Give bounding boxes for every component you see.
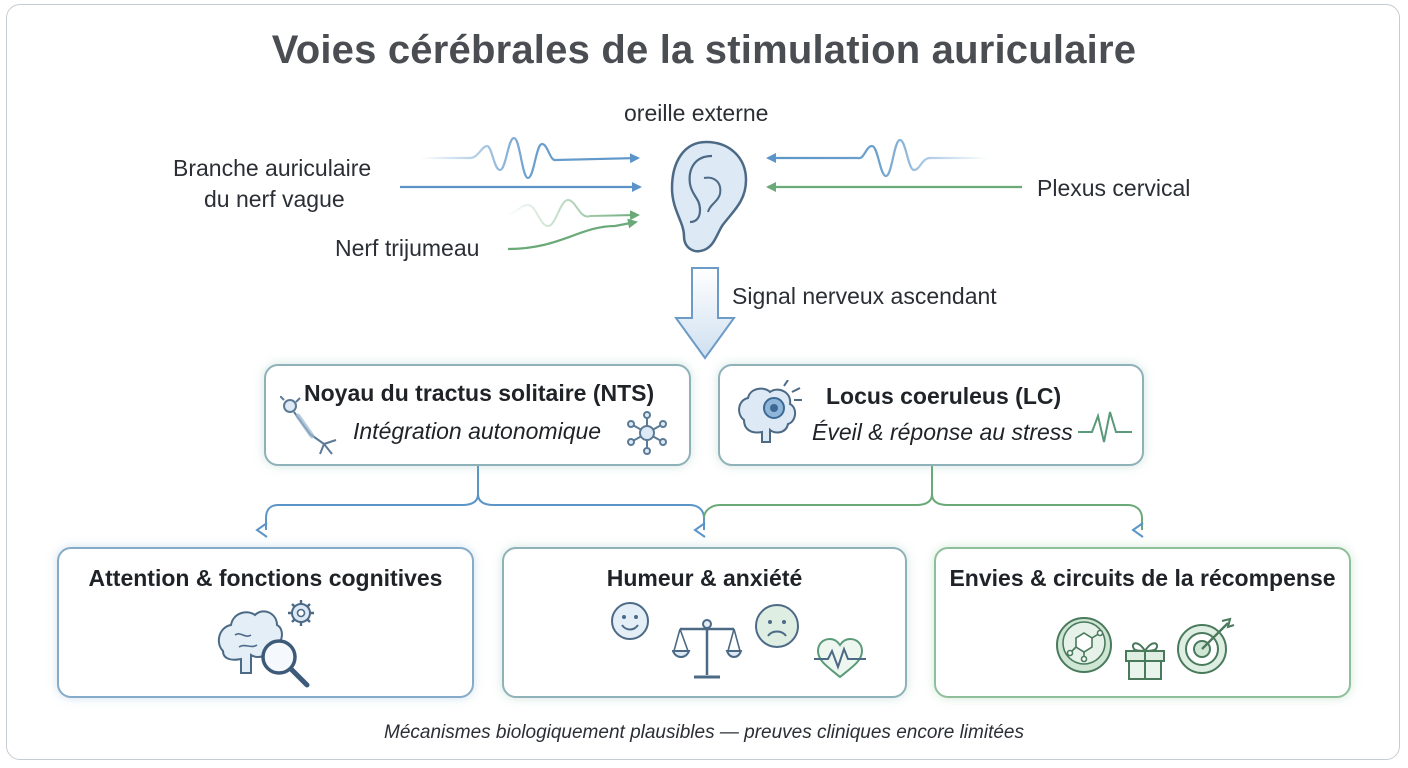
outcome-attention-box: Attention & fonctions cognitives — [57, 547, 474, 698]
ascending-signal-label: Signal nerveux ascendant — [732, 283, 997, 309]
lc-subtitle: Éveil & réponse au stress — [812, 419, 1073, 445]
outcome-mood-box: Humeur & anxiété — [502, 547, 907, 698]
tree-connectors — [255, 466, 1144, 538]
outcome-reward-box: Envies & circuits de la récompense — [934, 547, 1351, 698]
target-icon — [1177, 617, 1235, 674]
smiley-icon — [611, 602, 649, 640]
cervical-label: Plexus cervical — [1037, 175, 1191, 201]
nts-title: Noyau du tractus solitaire (NTS) — [304, 380, 655, 406]
magnifier-icon — [261, 639, 310, 688]
page-title: Voies cérébrales de la stimulation auric… — [271, 28, 1137, 72]
ascending-arrow — [674, 267, 736, 360]
footer-note: Mécanismes biologiquement plausibles — p… — [384, 722, 1024, 743]
nts-box: Noyau du tractus solitaire (NTS) Intégra… — [264, 364, 691, 466]
brain-icon — [217, 610, 283, 674]
gift-icon — [1125, 642, 1165, 680]
outcome-mood-title: Humeur & anxiété — [606, 565, 803, 591]
cervical-wave-arrow — [766, 138, 988, 178]
network-icon — [627, 411, 667, 455]
pulse-icon — [1078, 411, 1132, 443]
outcome-reward-title: Envies & circuits de la récompense — [949, 565, 1336, 591]
vagus-wave-arrow — [420, 136, 640, 180]
trigeminal-label: Nerf trijumeau — [335, 235, 480, 261]
vagus-label-line2: du nerf vague — [204, 186, 345, 212]
ear-icon — [670, 140, 748, 253]
brain-alert-icon — [738, 380, 802, 443]
lc-box: Locus coeruleus (LC) Éveil & réponse au … — [718, 364, 1144, 466]
lc-title: Locus coeruleus (LC) — [826, 383, 1062, 409]
ear-label: oreille externe — [624, 100, 769, 126]
balance-scale-icon — [672, 619, 742, 679]
gear-icon — [288, 600, 314, 626]
coin-molecule-icon — [1056, 617, 1112, 673]
sad-face-icon — [755, 604, 799, 648]
brain-magnifier-icon — [217, 600, 314, 688]
trigeminal-wave — [504, 198, 640, 228]
trigeminal-arrow — [507, 218, 638, 251]
nts-subtitle: Intégration autonomique — [353, 418, 602, 444]
neuron-icon — [280, 396, 337, 455]
heartbeat-icon — [814, 637, 866, 679]
outcome-attention-title: Attention & fonctions cognitives — [88, 565, 443, 591]
vagus-label-line1: Branche auriculaire — [173, 155, 372, 181]
